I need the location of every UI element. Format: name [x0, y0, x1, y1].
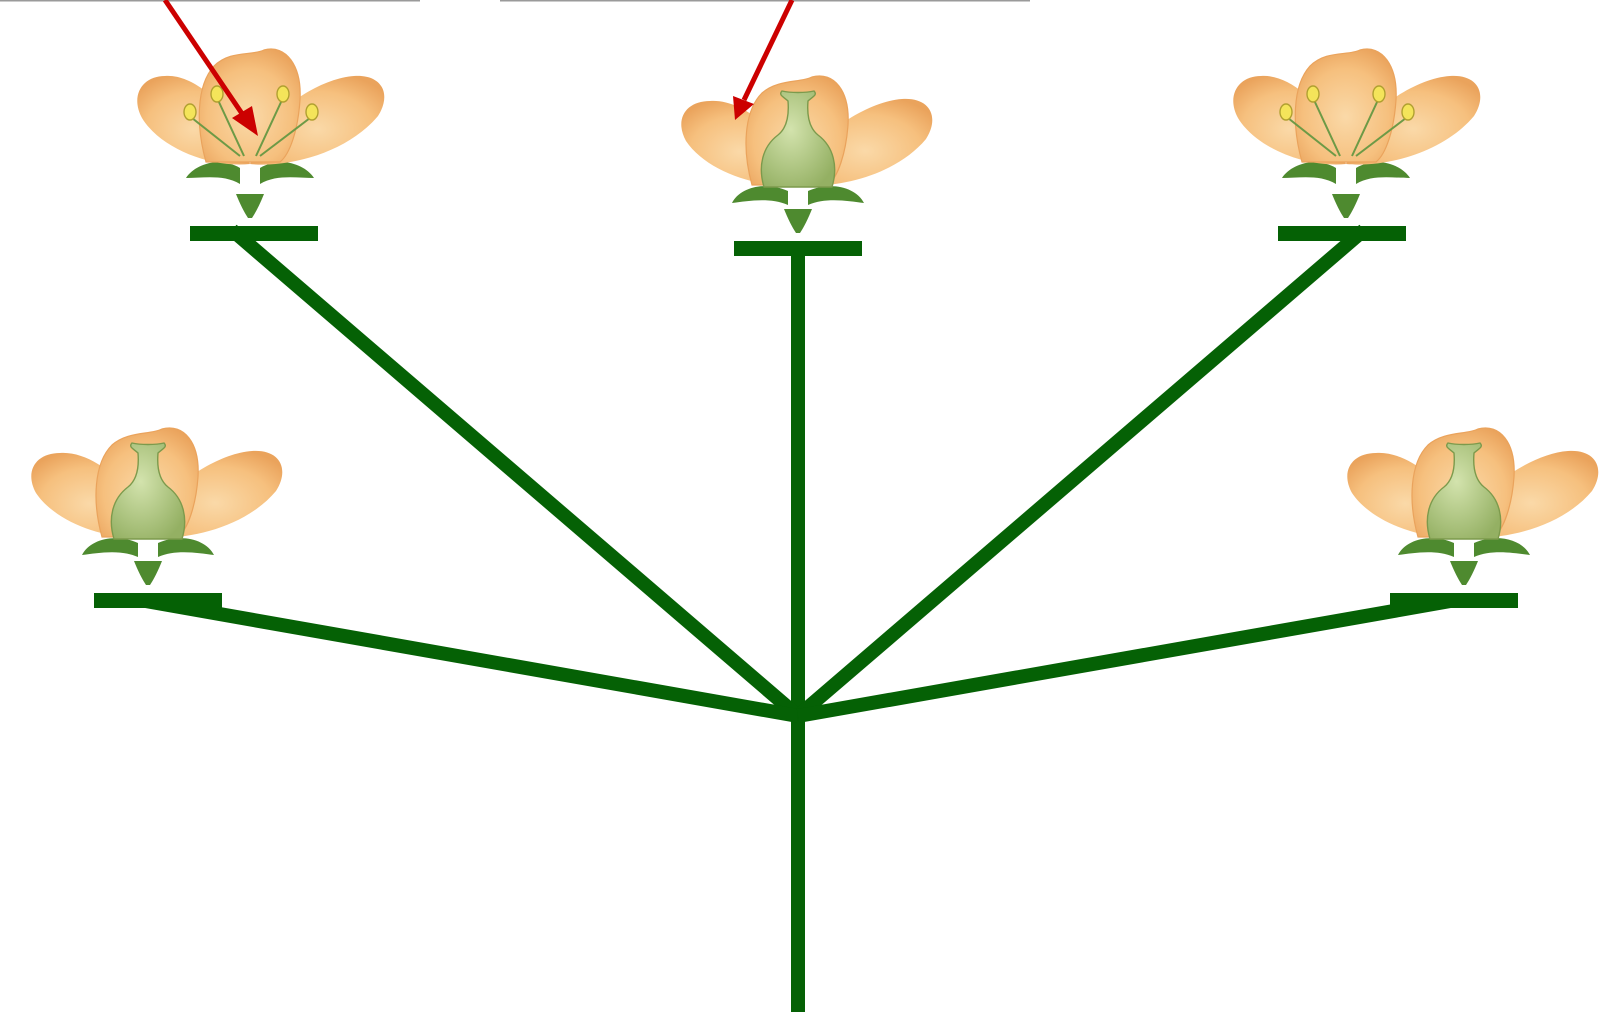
- branch-mid-left: [138, 593, 800, 723]
- bar-top-center: [734, 241, 862, 256]
- divider-line: [500, 0, 1030, 2]
- stem-branches: [138, 224, 1458, 1012]
- pistillate-flower-icon: [30, 427, 283, 586]
- top-divider-lines: [0, 0, 1030, 2]
- pistillate-flower-icon: [680, 75, 933, 234]
- branch-top-right: [793, 224, 1369, 722]
- staminate-flower-icon: [136, 48, 386, 219]
- bar-mid-left: [94, 593, 222, 608]
- red-arrow-icon: [733, 0, 795, 120]
- branch-top-left: [227, 224, 803, 722]
- divider-line: [0, 0, 420, 2]
- pedicel-bars: [94, 226, 1518, 608]
- branch-mid-right: [796, 593, 1458, 723]
- bar-mid-right: [1390, 593, 1518, 608]
- staminate-flower-icon: [1232, 48, 1482, 219]
- pistillate-flower-icon: [1346, 427, 1599, 586]
- bar-top-left: [190, 226, 318, 241]
- bar-top-right: [1278, 226, 1406, 241]
- red-arrow-icon: [162, 0, 258, 136]
